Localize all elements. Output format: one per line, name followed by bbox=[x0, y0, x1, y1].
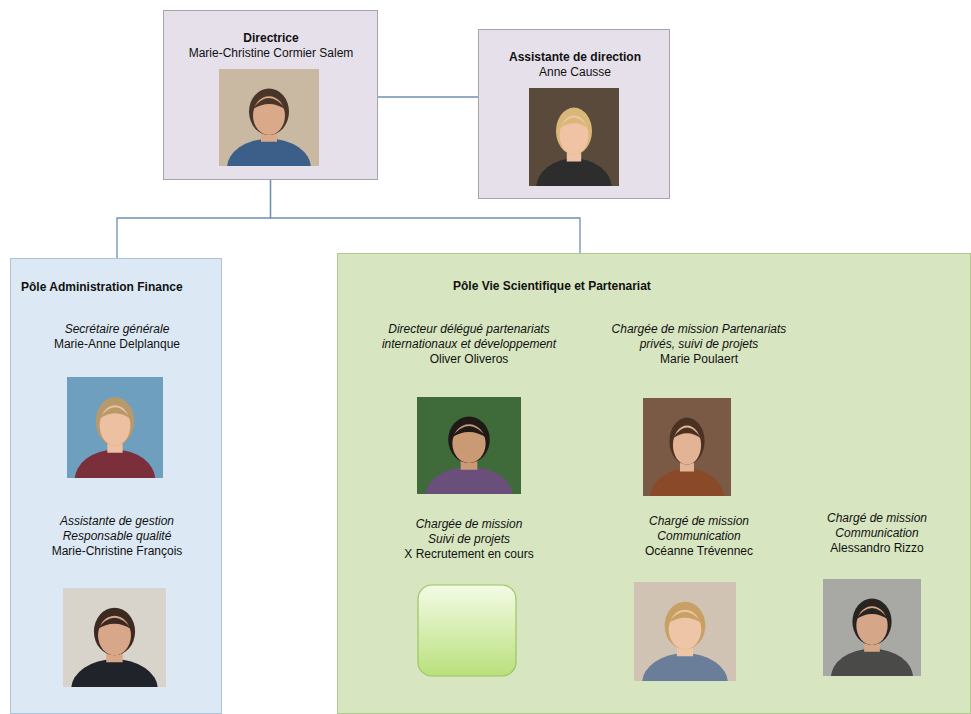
portrait-photo bbox=[634, 582, 736, 681]
photo-shoulders bbox=[71, 659, 158, 687]
department-panel: Pôle Vie Scientifique et PartenariatDire… bbox=[337, 253, 971, 714]
photo-hair bbox=[665, 602, 706, 650]
person-name: Océanne Trévennec bbox=[639, 544, 759, 559]
person-name: X Recrutement en cours bbox=[404, 547, 534, 562]
photo-shoulders bbox=[75, 450, 156, 478]
photo-shoulders bbox=[831, 649, 913, 676]
panel-heading: Pôle Vie Scientifique et Partenariat bbox=[453, 279, 651, 294]
portrait-photo bbox=[417, 397, 521, 494]
photo-shoulders bbox=[642, 653, 728, 681]
photo-hair bbox=[852, 598, 891, 645]
department-panel: Pôle Administration FinanceSecrétaire gé… bbox=[10, 258, 222, 714]
photo-fringe bbox=[99, 407, 132, 419]
photo-hair bbox=[96, 397, 134, 445]
portrait-photo bbox=[63, 588, 166, 687]
photo-fringe bbox=[451, 426, 486, 438]
portrait-photo bbox=[529, 88, 619, 186]
person-name: Marie-Christine François bbox=[47, 544, 187, 559]
photo-fringe bbox=[559, 117, 590, 129]
photo-hair bbox=[669, 418, 704, 465]
photo-fringe bbox=[855, 608, 888, 620]
person-name: Oliver Oliveros bbox=[364, 352, 574, 367]
panel-heading: Pôle Administration Finance bbox=[21, 280, 183, 295]
portrait-photo bbox=[67, 377, 163, 478]
photo-face bbox=[856, 606, 887, 645]
role-title: Chargée de mission Suivi de projets bbox=[404, 517, 534, 547]
person-name: Marie-Anne Delplanque bbox=[22, 337, 212, 352]
photo-shoulders bbox=[536, 159, 612, 186]
portrait-photo bbox=[643, 398, 731, 496]
photo-shoulders bbox=[650, 469, 724, 496]
portrait-photo bbox=[219, 69, 319, 166]
org-box: DirectriceMarie-Christine Cormier Salem bbox=[163, 10, 378, 180]
photo-hair bbox=[448, 416, 490, 463]
photo-face bbox=[673, 425, 701, 464]
panel-heading: Directrice bbox=[171, 31, 371, 46]
photo-shoulders bbox=[227, 139, 311, 166]
photo-shoulders bbox=[425, 467, 512, 494]
photo-fringe bbox=[672, 427, 702, 439]
org-box: Assistante de directionAnne Causse bbox=[478, 29, 670, 199]
photo-fringe bbox=[97, 618, 132, 630]
photo-fringe bbox=[252, 98, 286, 110]
photo-hair bbox=[556, 108, 592, 155]
role-title: Directeur délégué partenariats internati… bbox=[364, 322, 574, 352]
photo-face bbox=[100, 405, 131, 445]
vacancy-placeholder bbox=[417, 584, 517, 677]
role-title: Assistante de gestion Responsable qualit… bbox=[47, 514, 187, 544]
vacancy-box bbox=[418, 585, 516, 676]
role-title: Chargé de mission Communication bbox=[639, 514, 759, 544]
photo-face bbox=[253, 96, 285, 135]
role-title: Secrétaire générale bbox=[22, 322, 212, 337]
photo-hair bbox=[249, 88, 289, 135]
connector-line bbox=[378, 96, 478, 97]
role-title: Chargée de mission Partenariats privés, … bbox=[594, 322, 804, 352]
person-name: Marie-Christine Cormier Salem bbox=[171, 46, 371, 61]
person-name: Anne Causse bbox=[485, 65, 665, 80]
person-name: Marie Poulaert bbox=[594, 352, 804, 367]
portrait-photo bbox=[823, 579, 921, 676]
role-title: Chargé de mission Communication bbox=[817, 511, 937, 541]
photo-fringe bbox=[668, 612, 703, 624]
connector-line bbox=[117, 180, 271, 258]
photo-hair bbox=[94, 608, 135, 656]
person-name: Alessandro Rizzo bbox=[817, 541, 937, 556]
panel-heading: Assistante de direction bbox=[485, 50, 665, 65]
photo-face bbox=[560, 115, 589, 154]
